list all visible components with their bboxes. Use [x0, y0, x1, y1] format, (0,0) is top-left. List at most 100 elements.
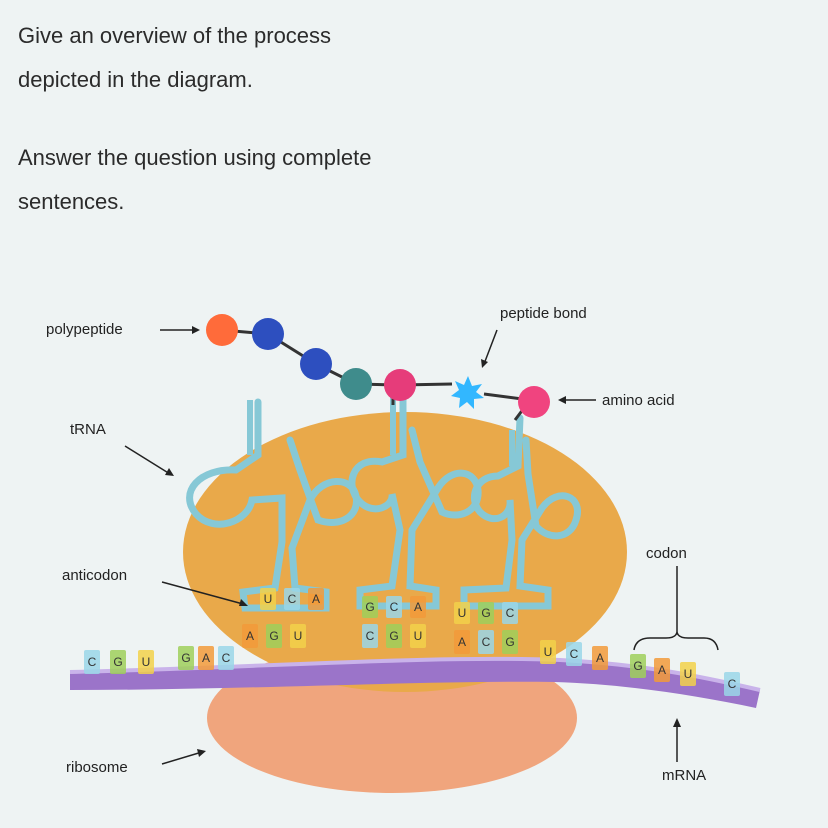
nucleotide-bar: [242, 624, 258, 648]
nucleotide-letter: G: [113, 655, 122, 669]
nucleotide-bar: [502, 602, 518, 624]
label-codon: codon: [646, 545, 687, 562]
peptide-bond-star: [451, 376, 484, 409]
label-amino-acid: amino acid: [602, 392, 675, 409]
diagram-labels: polypeptide peptide bond amino acid tRNA…: [46, 305, 719, 784]
nucleotide-bar: [308, 588, 324, 610]
nucleotide-bar: [260, 588, 276, 610]
nucleotide-letter: U: [294, 629, 303, 643]
nucleotide-bar: [218, 646, 234, 670]
nucleotide-bar: [84, 650, 100, 674]
trna-molecule: [186, 398, 360, 612]
nucleotide-letter: C: [390, 600, 399, 614]
question-line: sentences.: [18, 189, 125, 214]
nucleotide-letter: U: [414, 629, 423, 643]
nucleotide-bar: [178, 646, 194, 670]
nucleotide-letter: G: [181, 651, 190, 665]
arrow-ribosome: [161, 751, 203, 765]
arrowhead: [197, 749, 206, 757]
nucleotide-base: C: [362, 624, 378, 648]
question-paragraph-1: Give an overview of the process depicted…: [18, 14, 498, 102]
amino-acid: [206, 314, 238, 346]
arrow-trna: [124, 445, 171, 475]
nucleotide-letter: A: [246, 629, 254, 643]
nucleotide-base: A: [242, 624, 258, 648]
nucleotide-bar: [680, 662, 696, 686]
nucleotide-bar: [592, 646, 608, 670]
nucleotide-base: C: [386, 596, 402, 618]
nucleotide-bar: [566, 642, 582, 666]
nucleotide-bar: [502, 630, 518, 654]
nucleotide-base: G: [266, 624, 282, 648]
amino-acid: [340, 368, 372, 400]
nucleotide-letter: U: [264, 592, 273, 606]
question-paragraph-2: Answer the question using complete sente…: [18, 136, 498, 224]
nucleotide-base: A: [308, 588, 324, 610]
nucleotide-letter: C: [570, 647, 579, 661]
label-anticodon: anticodon: [62, 567, 127, 584]
nucleotide-letter: A: [458, 635, 466, 649]
nucleotide-letter: A: [202, 651, 210, 665]
trna-molecule: [460, 414, 581, 610]
amino-acid: [252, 318, 284, 350]
arrowhead: [165, 468, 174, 476]
question-text: Give an overview of the process depicted…: [18, 14, 498, 258]
amino-acid: [518, 386, 550, 418]
nucleotide-bar: [410, 624, 426, 648]
nucleotide-base: C: [724, 672, 740, 696]
polypeptide-chain: [206, 314, 550, 421]
nucleotide-bar: [290, 624, 306, 648]
arrow-anticodon: [161, 581, 244, 605]
arrowhead: [558, 396, 566, 404]
nucleotide-bar: [110, 650, 126, 674]
nucleotide-bar: [410, 596, 426, 618]
nucleotide-bar: [540, 640, 556, 664]
label-peptide-bond: peptide bond: [500, 305, 587, 322]
nucleotide-letter: C: [366, 629, 375, 643]
amino-acid: [300, 348, 332, 380]
nucleotide-base: G: [386, 624, 402, 648]
question-line: depicted in the diagram.: [18, 67, 253, 92]
nucleotide-base: A: [454, 630, 470, 654]
label-ribosome: ribosome: [66, 759, 128, 776]
label-polypeptide: polypeptide: [46, 321, 123, 338]
nucleotide-base: C: [218, 646, 234, 670]
nucleotide-bar: [386, 624, 402, 648]
nucleotide-bar: [362, 624, 378, 648]
nucleotide-letter: C: [506, 606, 515, 620]
label-trna: tRNA: [70, 421, 106, 438]
nucleotide-bar: [198, 646, 214, 670]
arrowhead: [481, 359, 488, 368]
nucleotide-letter: G: [633, 659, 642, 673]
nucleotide-letter: C: [88, 655, 97, 669]
nucleotide-bar: [654, 658, 670, 682]
nucleotide-letter: A: [658, 663, 666, 677]
nucleotide-base: G: [478, 602, 494, 624]
nucleotide-bar: [454, 602, 470, 624]
nucleotide-letter: U: [142, 655, 151, 669]
nucleotide-base: C: [502, 602, 518, 624]
trna-group: [186, 388, 581, 612]
nucleotide-letter: G: [481, 606, 490, 620]
nucleotide-bar: [478, 602, 494, 624]
nucleotide-base: A: [198, 646, 214, 670]
nucleotide-letter: C: [728, 677, 737, 691]
nucleotide-base: G: [178, 646, 194, 670]
nucleotide-letter: U: [684, 667, 693, 681]
nucleotide-bar: [724, 672, 740, 696]
codon-bracket: [633, 631, 719, 651]
nucleotide-base: C: [478, 630, 494, 654]
nucleotide-base: C: [566, 642, 582, 666]
nucleotide-bar: [630, 654, 646, 678]
nucleotide-base: U: [260, 588, 276, 610]
nucleotide-letter: U: [544, 645, 553, 659]
mrna-strand: [70, 658, 760, 708]
nucleotide-base: A: [654, 658, 670, 682]
nucleotide-base: G: [630, 654, 646, 678]
nucleotide-bar: [266, 624, 282, 648]
nucleotide-base: A: [410, 596, 426, 618]
nucleotide-base: U: [680, 662, 696, 686]
nucleotide-bar: [454, 630, 470, 654]
nucleotide-bar: [478, 630, 494, 654]
